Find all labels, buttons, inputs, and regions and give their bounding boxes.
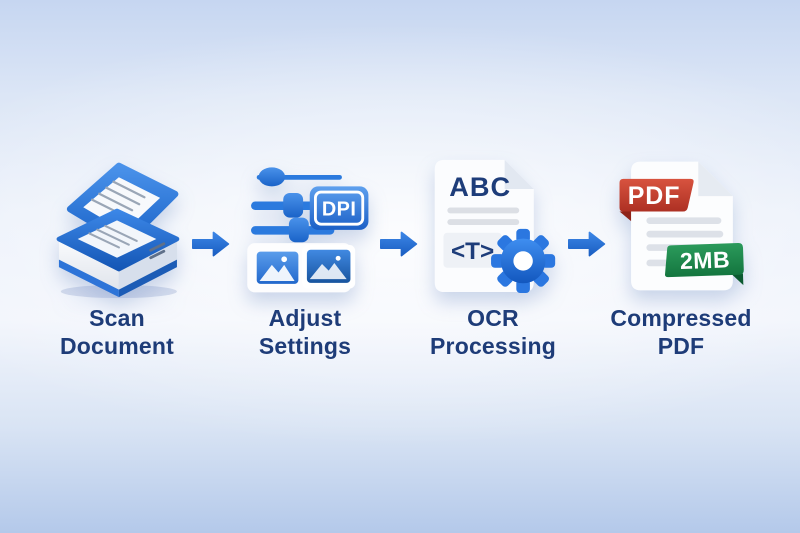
compressed-pdf-file-icon: PDF 2MB [608,150,754,300]
arrow-right-icon [380,228,418,260]
step-adjust-settings: DPI Adjust Settings [230,150,380,360]
arrow-right-icon [192,228,230,260]
step-label-ocr-processing: OCR Processing [430,305,556,360]
ocr-document-gear-icon: ABC <T> [425,150,561,300]
ocr-tag-text: <T> [451,238,494,265]
step-label-scan-document: Scan Document [59,305,175,360]
arrow-right-icon [568,228,606,260]
dpi-badge-label: DPI [322,199,357,221]
workflow-flow-row: Scan Document [42,150,758,360]
size-badge-label: 2MB [680,246,731,274]
ocr-abc-text: ABC [449,171,511,202]
settings-sliders-icon: DPI [234,150,376,300]
step-compressed-pdf: PDF 2MB Compressed PDF [606,150,756,360]
step-ocr-processing: ABC <T> [418,150,568,360]
step-scan-document: Scan Document [42,150,192,360]
pdf-badge-label: PDF [628,182,681,210]
scanner-icon [43,150,191,300]
step-label-adjust-settings: Adjust Settings [258,305,352,360]
step-label-compressed-pdf: Compressed PDF [610,305,752,360]
